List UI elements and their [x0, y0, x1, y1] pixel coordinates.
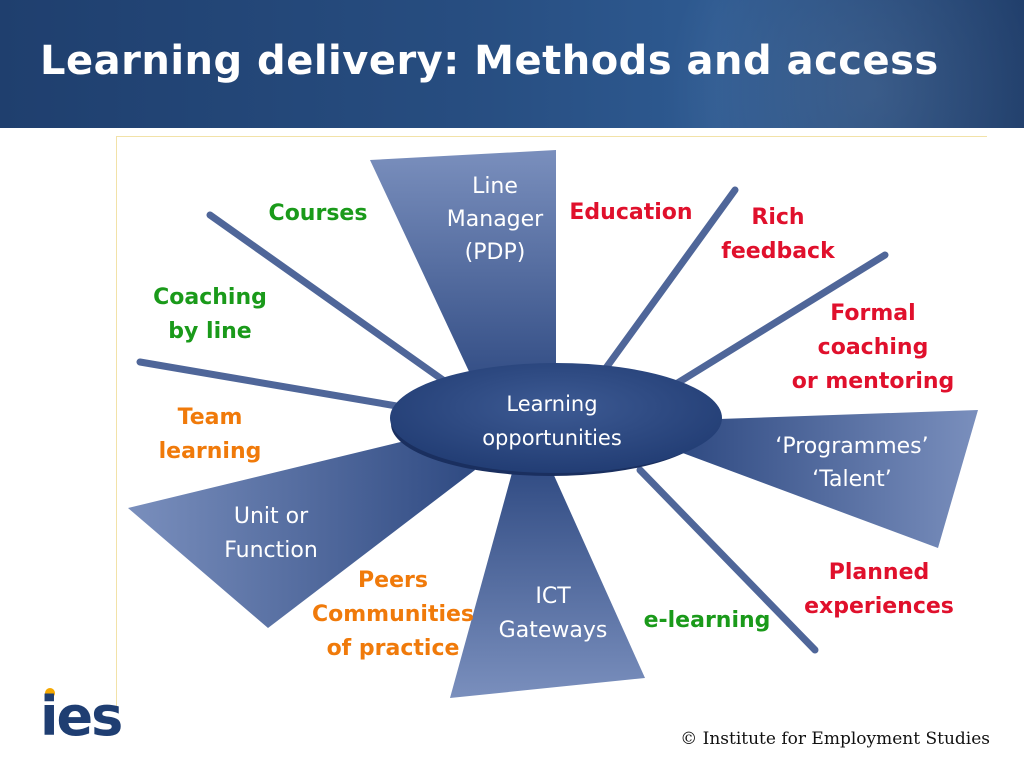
label-peers: Peers Communities of practice	[300, 564, 486, 666]
wedge-label-ict-gateways: ICT Gateways	[478, 580, 628, 648]
spoke-elearning	[636, 466, 819, 654]
wedge-unit-function	[128, 430, 475, 628]
logo-accent-dot	[45, 688, 55, 698]
wedge-label-unit-2: Function	[224, 538, 318, 563]
label-formal-coaching: Formal coaching or mentoring	[780, 297, 966, 399]
label-planned-1: Planned	[828, 560, 930, 585]
hub-label: Learning opportunities	[462, 387, 642, 455]
spoke-courses	[206, 211, 454, 389]
wedge-label-unit-function: Unit or Function	[196, 500, 346, 568]
label-formal-2: coaching	[817, 335, 929, 360]
hub-label-line1: Learning	[506, 392, 598, 416]
wedge-label-line-manager: Line Manager (PDP)	[420, 170, 570, 269]
label-education: Education	[569, 200, 693, 225]
label-peers-1: Peers	[358, 568, 428, 593]
label-rich-1: Rich	[751, 205, 805, 230]
label-elearning: e-learning	[643, 608, 771, 633]
label-formal-3: or mentoring	[791, 369, 955, 394]
label-team-learning: Team learning	[144, 401, 276, 469]
label-peers-2: Communities	[311, 602, 475, 627]
hub-label-line2: opportunities	[482, 426, 622, 450]
label-rich-2: feedback	[721, 239, 835, 264]
wedge-label-line-manager-3: (PDP)	[464, 240, 526, 265]
copyright-footer: © Institute for Employment Studies	[680, 729, 990, 749]
label-team-1: Team	[177, 405, 243, 430]
label-formal-1: Formal	[830, 301, 916, 326]
hub-ellipse	[390, 363, 722, 473]
ies-logo: ies	[40, 685, 123, 748]
spoke-formal	[646, 251, 889, 404]
wedge-label-programmes-1: ‘Programmes’	[775, 434, 929, 459]
wedge-label-programmes-2: ‘Talent’	[812, 467, 892, 492]
wedge-ict-gateways	[450, 462, 645, 698]
label-planned-2: experiences	[804, 594, 954, 619]
wedge-label-line-manager-2: Manager	[446, 207, 544, 232]
spoke-education	[586, 186, 739, 394]
spoke-coaching	[136, 358, 424, 414]
wedge-label-unit-1: Unit or	[233, 504, 309, 529]
label-coaching-2: by line	[168, 319, 252, 344]
wedge-label-ict-2: Gateways	[498, 618, 608, 643]
label-rich-feedback: Rich feedback	[712, 201, 844, 269]
wedge-label-programmes: ‘Programmes’ ‘Talent’	[752, 430, 952, 496]
wedge-label-line-manager-1: Line	[472, 174, 518, 199]
wedge-line-manager	[370, 150, 556, 395]
label-coaching-1: Coaching	[153, 285, 267, 310]
label-team-2: learning	[158, 439, 262, 464]
title-banner: Learning delivery: Methods and access	[0, 0, 1024, 128]
label-courses: Courses	[268, 201, 368, 226]
label-peers-3: of practice	[326, 636, 460, 661]
label-coaching-by-line: Coaching by line	[138, 281, 282, 349]
wedge-programmes	[680, 410, 978, 548]
label-planned-experiences: Planned experiences	[792, 556, 966, 624]
diagram-frame	[116, 136, 987, 707]
wedge-label-ict-1: ICT	[535, 584, 571, 609]
